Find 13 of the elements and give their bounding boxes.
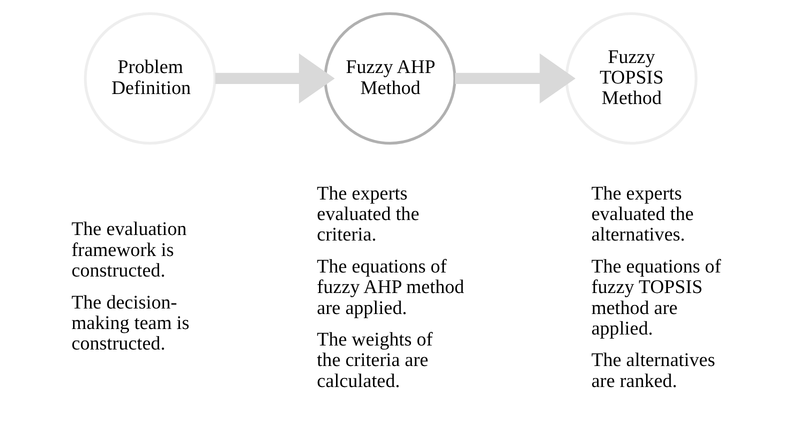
- node-circle: Fuzzy AHP Method: [324, 12, 456, 145]
- node-label: The experts evaluated the alternatives.: [591, 183, 694, 246]
- node-label: The equations of fuzzy TOPSIS method are applied.: [591, 256, 722, 340]
- node-label: The experts evaluated the criteria.: [316, 183, 420, 246]
- node-circle: Fuzzy TOPSIS Method: [565, 12, 698, 145]
- node-label: The evaluation framework is constructed.: [72, 219, 187, 282]
- node-label: The equations of fuzzy AHP method are applied.: [316, 256, 464, 319]
- arrow: [215, 53, 335, 104]
- node-label: The decision-making team is constructed.: [72, 292, 190, 355]
- node-label: The alternatives are ranked.: [591, 350, 716, 392]
- node-circle: Problem Definition: [84, 12, 216, 145]
- node-label: The weights of the criteria are calculated.: [316, 330, 433, 392]
- arrow: [455, 53, 576, 104]
